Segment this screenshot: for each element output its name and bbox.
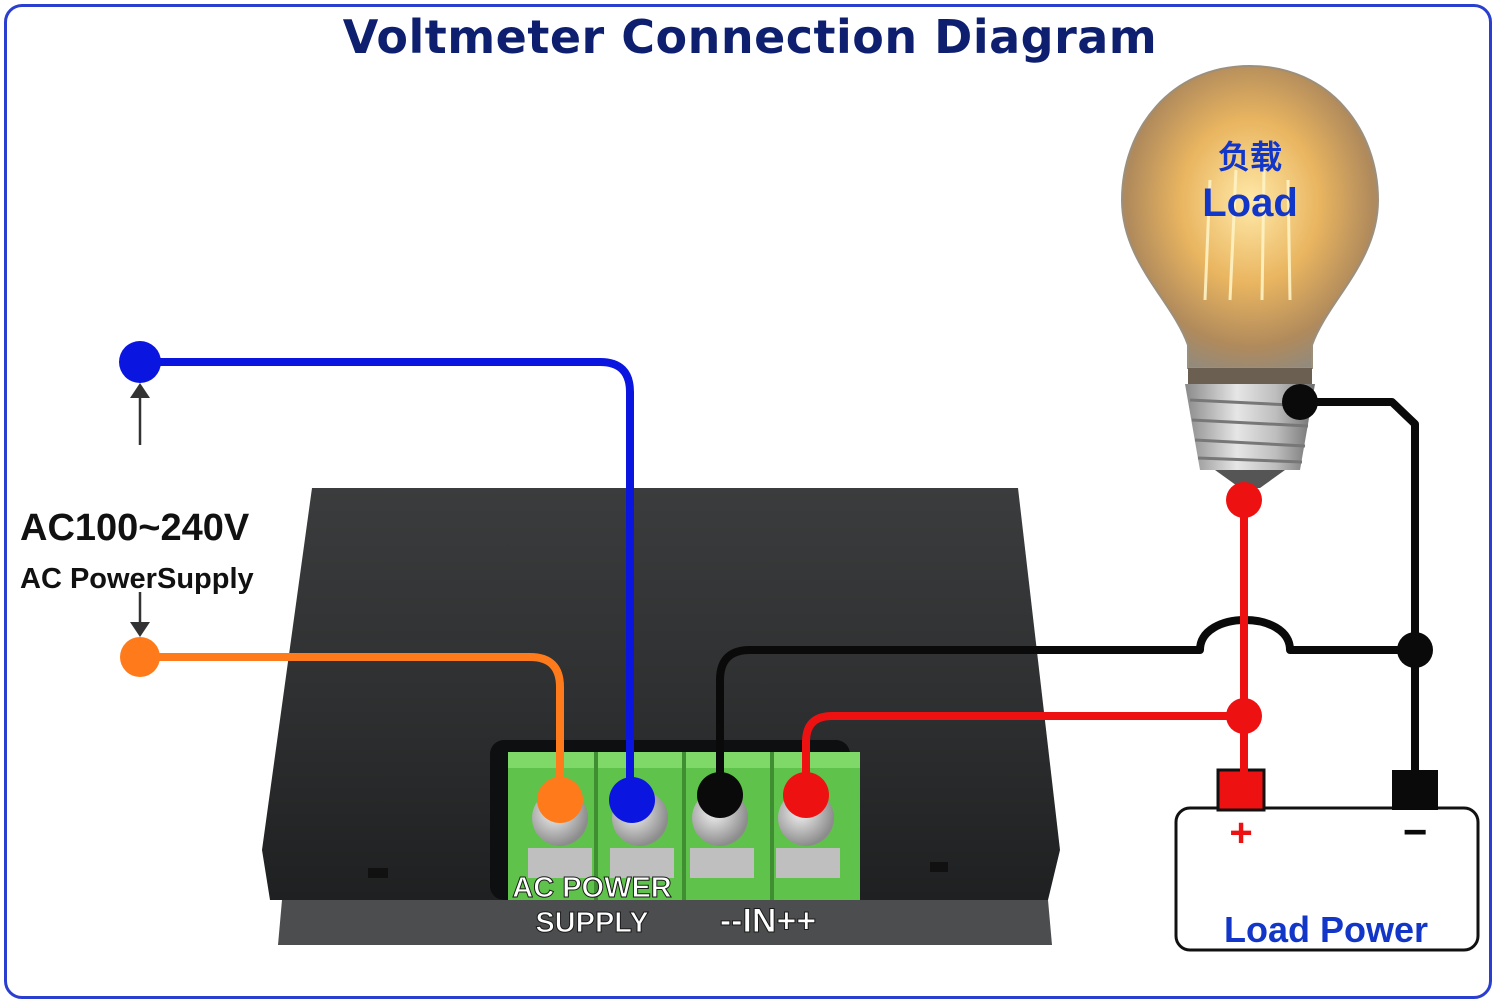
ac-source-arrows (130, 383, 150, 637)
bulb-neck (1188, 368, 1312, 384)
load-power-label: Load Power (1224, 909, 1428, 950)
terminal-clamp (610, 848, 674, 878)
arrow-up-icon (130, 383, 150, 398)
terminal-clamp (528, 848, 592, 878)
diagram-title: Voltmeter Connection Diagram (342, 10, 1158, 64)
battery-minus-sign: − (1403, 808, 1428, 855)
terminal-dot-blue (609, 777, 655, 823)
battery-plus-sign: + (1229, 811, 1252, 855)
load-label-en: Load (1202, 181, 1298, 225)
bulb-black-junction (1282, 384, 1318, 420)
connection-points (119, 341, 1433, 823)
ac-supply-label: AC PowerSupply (20, 563, 254, 595)
black-junction (1397, 632, 1433, 668)
bulb-filaments (1203, 169, 1292, 301)
device-body (262, 488, 1060, 900)
ac-source-orange-terminal (120, 637, 160, 677)
load-label-cn: 负载 (1218, 138, 1282, 176)
black-load-wire (1296, 398, 1419, 779)
bulb-tip (1215, 470, 1285, 488)
terminal-clamp (776, 848, 840, 878)
ac-power-label-line1: AC POWER (512, 872, 672, 904)
terminal-dot-black (697, 772, 743, 818)
arrow-down-icon (130, 622, 150, 637)
red-junction (1226, 698, 1262, 734)
blue-wire (136, 358, 634, 804)
diagram-frame (4, 4, 1492, 999)
red-input-wire (802, 712, 1248, 804)
ac-source-blue-terminal (119, 341, 161, 383)
orange-wire (136, 653, 564, 804)
mounting-plate (278, 900, 1052, 945)
terminal-dot-orange (537, 777, 583, 823)
load-bulb: 负载 Load (1120, 64, 1380, 488)
ac-voltage-label: AC100~240V (20, 507, 250, 549)
bulb-red-junction (1226, 482, 1262, 518)
input-terminal-label: --IN++ (720, 902, 816, 940)
terminal-dot-red (783, 772, 829, 818)
battery-body (1174, 806, 1480, 952)
load-power-battery: + − Load Power (1174, 768, 1480, 952)
vent-slot (930, 862, 948, 872)
black-input-wire (716, 616, 1419, 804)
vent-slot (368, 868, 388, 878)
terminal-clamp (690, 848, 754, 878)
ac-power-label-line2: SUPPLY (535, 907, 648, 939)
